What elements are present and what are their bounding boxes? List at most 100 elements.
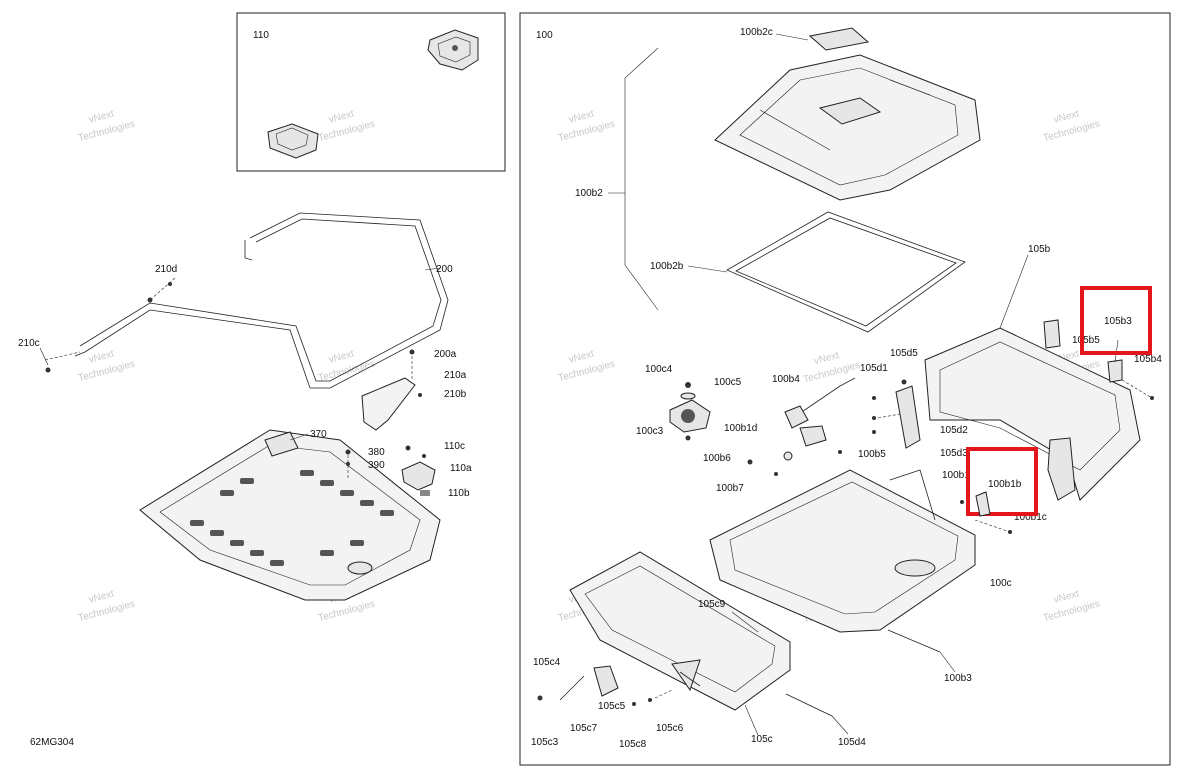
tub-100c [709, 469, 976, 633]
watermark-line1: vNext [1053, 589, 1081, 606]
label-105d4: 105d4 [838, 737, 866, 748]
watermark-line2: Technologies [1042, 598, 1101, 624]
leader-100b3 [939, 651, 956, 673]
label-100b2c: 100b2c [740, 27, 773, 38]
rod-100b3 [887, 629, 941, 653]
watermark-line2: Technologies [557, 358, 616, 384]
watermark-line1: vNext [1053, 109, 1081, 126]
label-105c8: 105c8 [619, 739, 647, 750]
watermark-line2: Technologies [1042, 118, 1101, 144]
lid [714, 54, 981, 201]
watermark-line2: Technologies [317, 358, 376, 384]
decal-100b2c [808, 27, 870, 51]
label-100b3: 100b3 [944, 673, 972, 684]
panel-100-frame [519, 12, 1171, 766]
bolt-380-390 [345, 449, 351, 480]
label-110b: 110b [448, 488, 470, 499]
watermark-line1: vNext [88, 349, 116, 366]
watermark-line1: vNext [328, 109, 356, 126]
label-100c3: 100c3 [636, 426, 664, 437]
leader-200 [424, 267, 441, 271]
leader-370 [289, 433, 309, 441]
label-110a: 110a [450, 463, 472, 474]
leader-105d4 [831, 715, 849, 735]
label-200: 200 [436, 264, 453, 275]
label-100c: 100c [990, 578, 1012, 589]
label-100b6: 100b6 [703, 453, 731, 464]
label-100b5: 100b5 [858, 449, 886, 460]
hinge-105b5 [1043, 319, 1154, 400]
label-100c5: 100c5 [714, 377, 742, 388]
label-370: 370 [310, 429, 327, 440]
washer-100b7 [774, 472, 778, 476]
cap-assembly-100c [669, 382, 711, 441]
latch-110a [401, 445, 436, 496]
label-105d3: 105d3 [940, 448, 968, 459]
watermark-line2: Technologies [77, 598, 136, 624]
label-105b3: 105b3 [1104, 316, 1132, 327]
label-100b1b: 100b1b [988, 479, 1022, 490]
highlight-100b1b [966, 447, 1038, 516]
lower-case-105c [569, 551, 791, 711]
watermark-line1: vNext [813, 350, 841, 367]
label-105c5: 105c5 [598, 701, 626, 712]
label-390: 390 [368, 460, 385, 471]
strap-100b4 [784, 377, 856, 447]
watermark-line1: vNext [88, 589, 116, 606]
label-210c: 210c [18, 338, 40, 349]
frame-200 [74, 212, 449, 389]
label-100b4: 100b4 [772, 374, 800, 385]
bracket-100b2 [624, 47, 659, 311]
bracket-210a [361, 349, 422, 431]
label-100b1d: 100b1d [724, 423, 757, 434]
leader-105c9 [731, 611, 759, 633]
label-100b1: 100b1 [942, 470, 970, 481]
watermark-line2: Technologies [317, 598, 376, 624]
label-100b2b: 100b2b [650, 261, 684, 272]
inset-title: 110 [253, 30, 269, 41]
leader-100b2b [687, 265, 728, 273]
label-110c: 110c [444, 441, 465, 452]
watermark-line2: Technologies [317, 118, 376, 144]
label-105c7: 105c7 [570, 723, 598, 734]
label-105d2: 105d2 [940, 425, 968, 436]
watermark-line1: vNext [568, 349, 596, 366]
label-100b1c: 100b1c [1014, 512, 1047, 523]
screw-100b1 [960, 500, 964, 504]
inset-110-frame [236, 12, 506, 172]
tray-370 [139, 429, 441, 601]
screw-100b6 [747, 459, 753, 465]
label-100b2: 100b2 [575, 188, 603, 199]
label-380: 380 [368, 447, 385, 458]
label-210d: 210d [155, 264, 177, 275]
leader-100b2c [775, 33, 809, 41]
label-105b4: 105b4 [1134, 354, 1162, 365]
bolt-210c [44, 351, 81, 373]
latch-part-top [427, 29, 479, 71]
watermark-line1: vNext [88, 109, 116, 126]
label-210a: 210a [444, 370, 467, 381]
label-105c3: 105c3 [531, 737, 559, 748]
watermark-line1: vNext [328, 349, 356, 366]
label-105b: 105b [1028, 244, 1051, 255]
label-210b: 210b [444, 389, 467, 400]
bolt-210d [147, 277, 176, 303]
diagram-id: 62MG304 [30, 737, 74, 748]
watermark-line1: vNext [568, 109, 596, 126]
leader-105b [999, 254, 1029, 329]
label-105d5: 105d5 [890, 348, 918, 359]
dash-100b1c [974, 519, 1011, 533]
tray-slots [190, 470, 394, 566]
label-105c6: 105c6 [656, 723, 684, 734]
highlight-105b3 [1080, 286, 1152, 355]
screw-100b5 [838, 450, 842, 454]
label-105c: 105c [751, 734, 773, 745]
watermark-line2: Technologies [802, 360, 861, 386]
hinge-100b1b [975, 491, 991, 517]
seal-100b2b [726, 211, 966, 333]
panel-title-100: 100 [536, 30, 553, 41]
leader-105c [744, 704, 759, 736]
label-200a: 200a [434, 349, 457, 360]
watermark-line2: Technologies [77, 358, 136, 384]
